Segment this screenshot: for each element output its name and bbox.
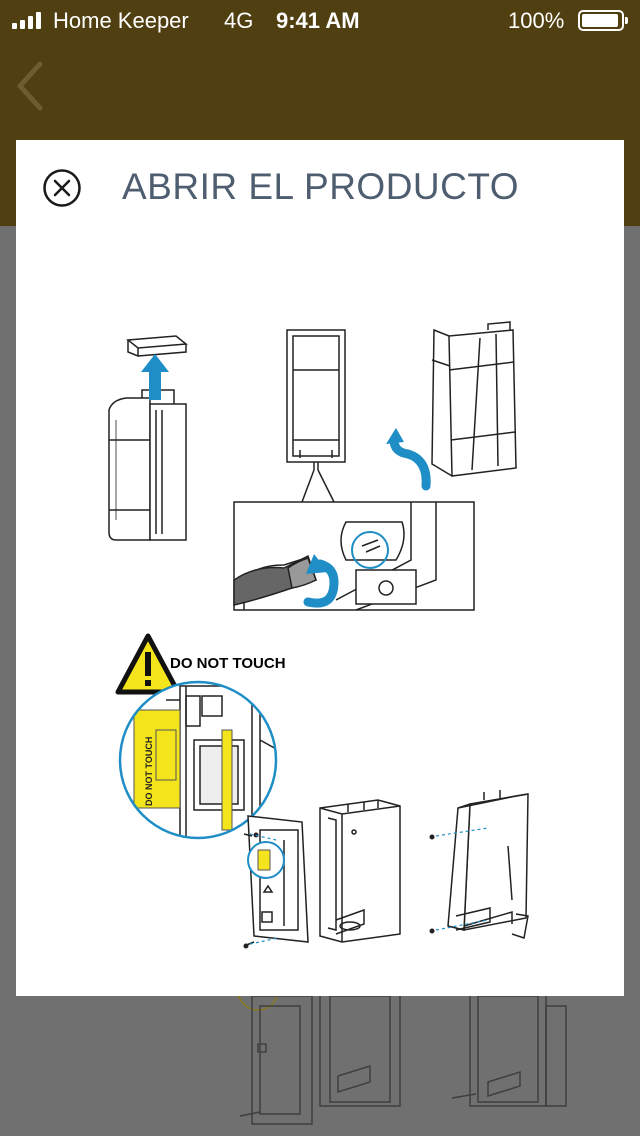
instruction-modal: ABRIR EL PRODUCTO xyxy=(16,140,624,996)
status-bar: Home Keeper 4G 9:41 AM 100% xyxy=(0,0,640,40)
network-type: 4G xyxy=(224,8,254,33)
open-product-illustration: DO NOT TOUCH DO NOT TOUCH xyxy=(108,321,529,949)
close-button[interactable] xyxy=(42,168,82,208)
rotate-arrow-icon xyxy=(303,559,339,608)
sticker-label: DO NOT TOUCH xyxy=(144,737,154,806)
screw-guide-lines xyxy=(249,827,489,945)
close-circle-icon xyxy=(43,169,81,207)
chevron-left-icon xyxy=(17,61,43,111)
signal-strength-icon xyxy=(12,11,41,29)
step-base-box xyxy=(319,799,401,943)
step-remove-cover xyxy=(431,321,517,477)
warning-label: DO NOT TOUCH xyxy=(170,655,286,672)
step-mounted-unit xyxy=(243,815,309,947)
step-front-view xyxy=(233,329,475,611)
screw-icon-2 xyxy=(429,834,435,934)
zoom-detail: DO NOT TOUCH xyxy=(118,680,278,840)
arrow-up-icon xyxy=(141,354,169,400)
back-button[interactable] xyxy=(12,58,52,114)
warning-triangle-icon xyxy=(115,633,181,695)
step-tilted-box xyxy=(447,790,529,939)
battery-percent: 100% xyxy=(508,8,565,33)
battery-icon xyxy=(578,10,628,31)
background-illustration xyxy=(237,986,567,1125)
carrier-name: Home Keeper xyxy=(53,8,189,33)
status-time: 9:41 AM xyxy=(276,8,360,33)
modal-title: ABRIR EL PRODUCTO xyxy=(122,166,520,207)
rotate-arrow-icon-2 xyxy=(389,435,431,491)
step-lift-cover xyxy=(108,335,188,541)
